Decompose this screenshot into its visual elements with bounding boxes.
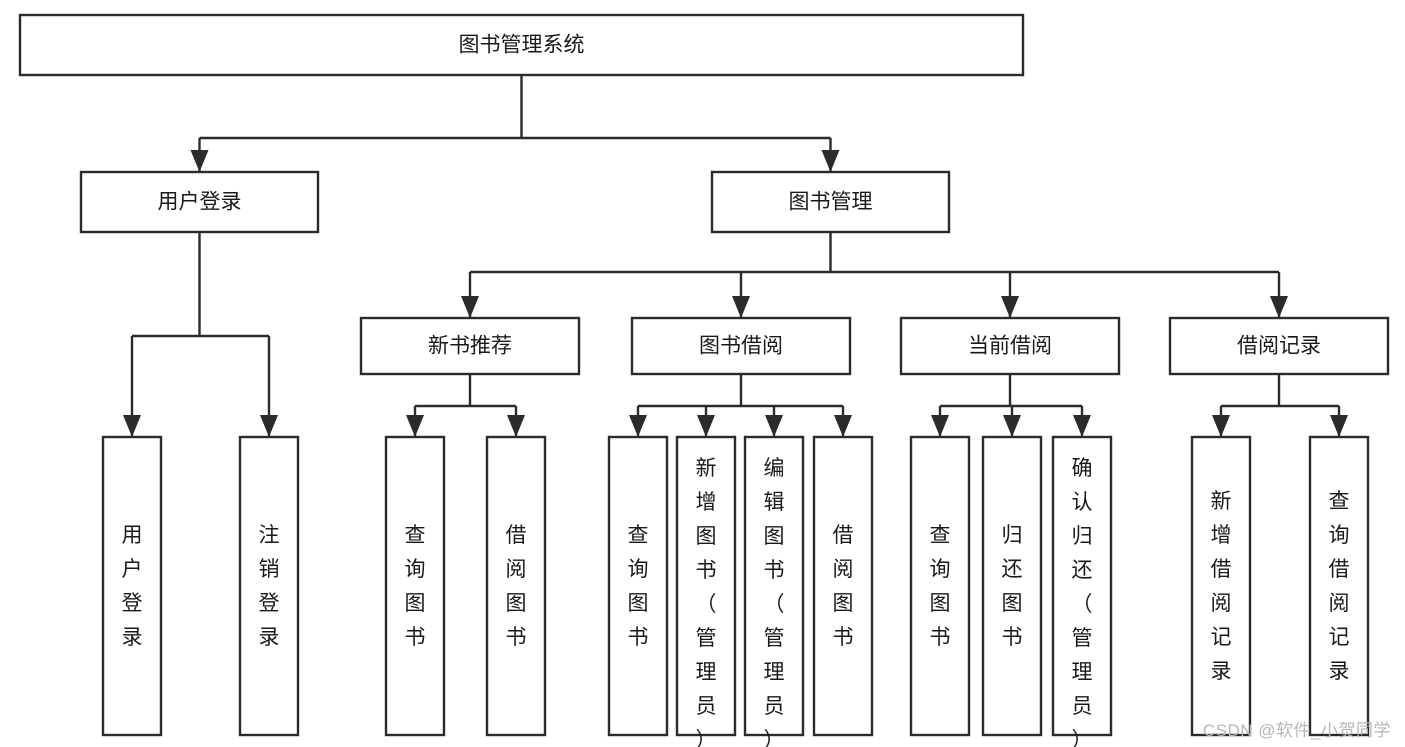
node-leaf-query-borrow-record[interactable]: 查询借阅记录 bbox=[1308, 435, 1370, 737]
node-box-leaf-confirm-return-admin[interactable] bbox=[1051, 435, 1113, 737]
node-leaf-return-book[interactable]: 归还图书 bbox=[981, 435, 1043, 737]
node-box-current-borrow[interactable] bbox=[899, 316, 1121, 376]
node-box-borrow-record[interactable] bbox=[1168, 316, 1390, 376]
arrow-head-leaf-edit-book-admin bbox=[765, 415, 783, 437]
node-box-user-login[interactable] bbox=[79, 170, 320, 234]
node-box-leaf-borrow-book-rec[interactable] bbox=[485, 435, 547, 737]
node-box-leaf-logout[interactable] bbox=[238, 435, 300, 737]
node-box-root[interactable] bbox=[18, 13, 1025, 77]
node-book-borrow[interactable]: 图书借阅 bbox=[630, 316, 852, 376]
arrow-head-borrow-record bbox=[1270, 296, 1288, 318]
node-leaf-borrow-book-rec[interactable]: 借阅图书 bbox=[485, 435, 547, 737]
node-box-book-borrow[interactable] bbox=[630, 316, 852, 376]
node-borrow-record[interactable]: 借阅记录 bbox=[1168, 316, 1390, 376]
node-box-new-book-recommend[interactable] bbox=[359, 316, 581, 376]
node-label-leaf-add-book-admin: 新增图书（管理员） bbox=[696, 457, 717, 747]
node-label-current-borrow: 当前借阅 bbox=[968, 335, 1052, 358]
node-label-book-borrow: 图书借阅 bbox=[699, 335, 783, 358]
node-label-leaf-borrow-book-rec: 借阅图书 bbox=[506, 524, 527, 649]
node-label-leaf-add-borrow-record: 新增借阅记录 bbox=[1211, 490, 1232, 683]
edge-group-borrow-record bbox=[1212, 374, 1348, 437]
node-new-book-recommend[interactable]: 新书推荐 bbox=[359, 316, 581, 376]
node-leaf-add-book-admin[interactable]: 新增图书（管理员） bbox=[675, 435, 737, 747]
node-label-leaf-query-book-cur: 查询图书 bbox=[930, 524, 951, 649]
arrow-head-leaf-user-login bbox=[123, 415, 141, 437]
node-box-leaf-return-book[interactable] bbox=[981, 435, 1043, 737]
arrow-head-leaf-query-book-borrow bbox=[629, 415, 647, 437]
node-box-leaf-user-login[interactable] bbox=[101, 435, 163, 737]
arrow-head-leaf-query-borrow-record bbox=[1330, 415, 1348, 437]
arrow-head-new-book-recommend bbox=[461, 296, 479, 318]
node-leaf-confirm-return-admin[interactable]: 确认归还（管理员） bbox=[1051, 435, 1113, 747]
arrow-head-current-borrow bbox=[1001, 296, 1019, 318]
edge-group-book-borrow bbox=[629, 374, 852, 437]
node-label-leaf-borrow-book: 借阅图书 bbox=[833, 524, 854, 649]
node-box-leaf-add-book-admin[interactable] bbox=[675, 435, 737, 737]
node-label-root: 图书管理系统 bbox=[459, 34, 585, 57]
arrow-head-leaf-confirm-return-admin bbox=[1073, 415, 1091, 437]
arrow-head-leaf-borrow-book-rec bbox=[507, 415, 525, 437]
node-box-leaf-query-book-borrow[interactable] bbox=[607, 435, 669, 737]
connector-layer bbox=[123, 75, 1348, 437]
arrow-head-book-borrow bbox=[732, 296, 750, 318]
node-book-manage[interactable]: 图书管理 bbox=[710, 170, 951, 234]
node-label-leaf-user-login: 用户登录 bbox=[122, 524, 143, 649]
node-leaf-edit-book-admin[interactable]: 编辑图书（管理员） bbox=[743, 435, 805, 747]
arrow-head-book-manage bbox=[821, 150, 840, 172]
node-layer: 图书管理系统用户登录图书管理新书推荐图书借阅当前借阅借阅记录用户登录注销登录查询… bbox=[18, 13, 1390, 747]
arrow-head-user-login bbox=[190, 150, 209, 172]
node-user-login[interactable]: 用户登录 bbox=[79, 170, 320, 234]
arrow-head-leaf-borrow-book bbox=[834, 415, 852, 437]
node-label-leaf-edit-book-admin: 编辑图书（管理员） bbox=[764, 457, 785, 747]
arrow-head-leaf-query-book-cur bbox=[931, 415, 949, 437]
node-box-leaf-query-book-cur[interactable] bbox=[909, 435, 971, 737]
arrow-head-leaf-return-book bbox=[1003, 415, 1021, 437]
node-root[interactable]: 图书管理系统 bbox=[18, 13, 1025, 77]
edge-group-book-manage bbox=[461, 232, 1288, 318]
node-label-leaf-logout: 注销登录 bbox=[259, 524, 280, 649]
node-leaf-logout[interactable]: 注销登录 bbox=[238, 435, 300, 737]
edge-group-current-borrow bbox=[931, 374, 1091, 437]
node-box-leaf-query-borrow-record[interactable] bbox=[1308, 435, 1370, 737]
node-label-leaf-query-borrow-record: 查询借阅记录 bbox=[1329, 490, 1350, 683]
node-box-book-manage[interactable] bbox=[710, 170, 951, 234]
node-label-book-manage: 图书管理 bbox=[789, 191, 873, 214]
node-box-leaf-add-borrow-record[interactable] bbox=[1190, 435, 1252, 737]
node-box-leaf-edit-book-admin[interactable] bbox=[743, 435, 805, 737]
watermark-label: CSDN @软件_小贺同学 bbox=[1202, 721, 1391, 740]
node-box-leaf-borrow-book[interactable] bbox=[812, 435, 874, 737]
arrow-head-leaf-add-book-admin bbox=[697, 415, 715, 437]
edge-group-new-book-recommend bbox=[406, 374, 525, 437]
node-leaf-borrow-book[interactable]: 借阅图书 bbox=[812, 435, 874, 737]
edge-group-root bbox=[190, 75, 840, 172]
node-label-new-book-recommend: 新书推荐 bbox=[428, 335, 512, 358]
edge-group-user-login bbox=[123, 232, 278, 437]
arrow-head-leaf-logout bbox=[260, 415, 278, 437]
node-label-borrow-record: 借阅记录 bbox=[1237, 335, 1321, 358]
node-leaf-user-login[interactable]: 用户登录 bbox=[101, 435, 163, 737]
arrow-head-leaf-query-book-rec bbox=[406, 415, 424, 437]
arrow-head-leaf-add-borrow-record bbox=[1212, 415, 1230, 437]
node-leaf-query-book-cur[interactable]: 查询图书 bbox=[909, 435, 971, 737]
node-leaf-query-book-borrow[interactable]: 查询图书 bbox=[607, 435, 669, 737]
node-label-leaf-query-book-rec: 查询图书 bbox=[405, 524, 426, 649]
node-leaf-query-book-rec[interactable]: 查询图书 bbox=[384, 435, 446, 737]
node-box-leaf-query-book-rec[interactable] bbox=[384, 435, 446, 737]
node-leaf-add-borrow-record[interactable]: 新增借阅记录 bbox=[1190, 435, 1252, 737]
node-label-leaf-confirm-return-admin: 确认归还（管理员） bbox=[1072, 457, 1093, 747]
node-current-borrow[interactable]: 当前借阅 bbox=[899, 316, 1121, 376]
node-label-leaf-query-book-borrow: 查询图书 bbox=[628, 524, 649, 649]
node-label-leaf-return-book: 归还图书 bbox=[1002, 524, 1023, 649]
node-label-user-login: 用户登录 bbox=[158, 191, 242, 214]
